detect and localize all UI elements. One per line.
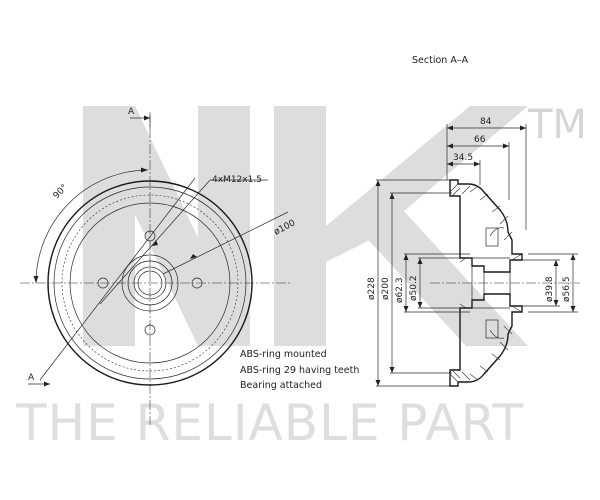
- hatching: [449, 183, 523, 383]
- hub-bore: [133, 266, 167, 300]
- slogan-text: THE RELIABLE PART: [15, 394, 524, 452]
- bolt-hole-right: [191, 277, 203, 289]
- section-title: Section A–A: [412, 55, 469, 66]
- pitch-leader: [162, 211, 289, 275]
- drum-outer-rim: [47, 180, 253, 386]
- dim-dia-39-8: ø39.8: [545, 276, 555, 302]
- bolt-hole-bottom: [144, 324, 156, 336]
- trademark-text: TM: [527, 102, 587, 148]
- note-line-3: Bearing attached: [240, 380, 322, 391]
- angle-label: 90°: [52, 183, 70, 201]
- angle-arc: [35, 169, 149, 284]
- dim-66: 66: [474, 135, 486, 145]
- dim-dia-62-3: ø62.3: [395, 277, 405, 303]
- section-cut-line: [39, 177, 196, 381]
- dim-84: 84: [480, 117, 492, 127]
- dim-dia-228: ø228: [367, 277, 377, 300]
- notes-block: ABS-ring mounted ABS-ring 29 having teet…: [240, 349, 359, 391]
- section-marker-top: A: [128, 107, 135, 117]
- dim-dia-200: ø200: [381, 277, 391, 300]
- watermark: TM THE RELIABLE PART: [15, 102, 587, 452]
- bolt-spec-label: 4xM12x1.5: [212, 175, 262, 185]
- note-line-1: ABS-ring mounted: [240, 349, 327, 360]
- drum-profile: [449, 179, 523, 387]
- note-line-2: ABS-ring 29 having teeth: [240, 365, 359, 376]
- dim-dia-50-2: ø50.2: [409, 275, 419, 301]
- section-marker-bottom: A: [28, 373, 35, 383]
- dim-dia-56-5: ø56.5: [562, 276, 572, 302]
- hub-outer: [121, 254, 179, 312]
- bolt-hole-left: [97, 277, 109, 289]
- front-view: A A 90° 4xM12x1.5 ø100: [20, 107, 297, 425]
- brand-logo: [83, 106, 528, 346]
- dim-34-5: 34.5: [453, 153, 473, 163]
- bolt-hole-top: [144, 230, 156, 242]
- section-view: Section A–A 84 66 34.5 ø228: [367, 55, 580, 387]
